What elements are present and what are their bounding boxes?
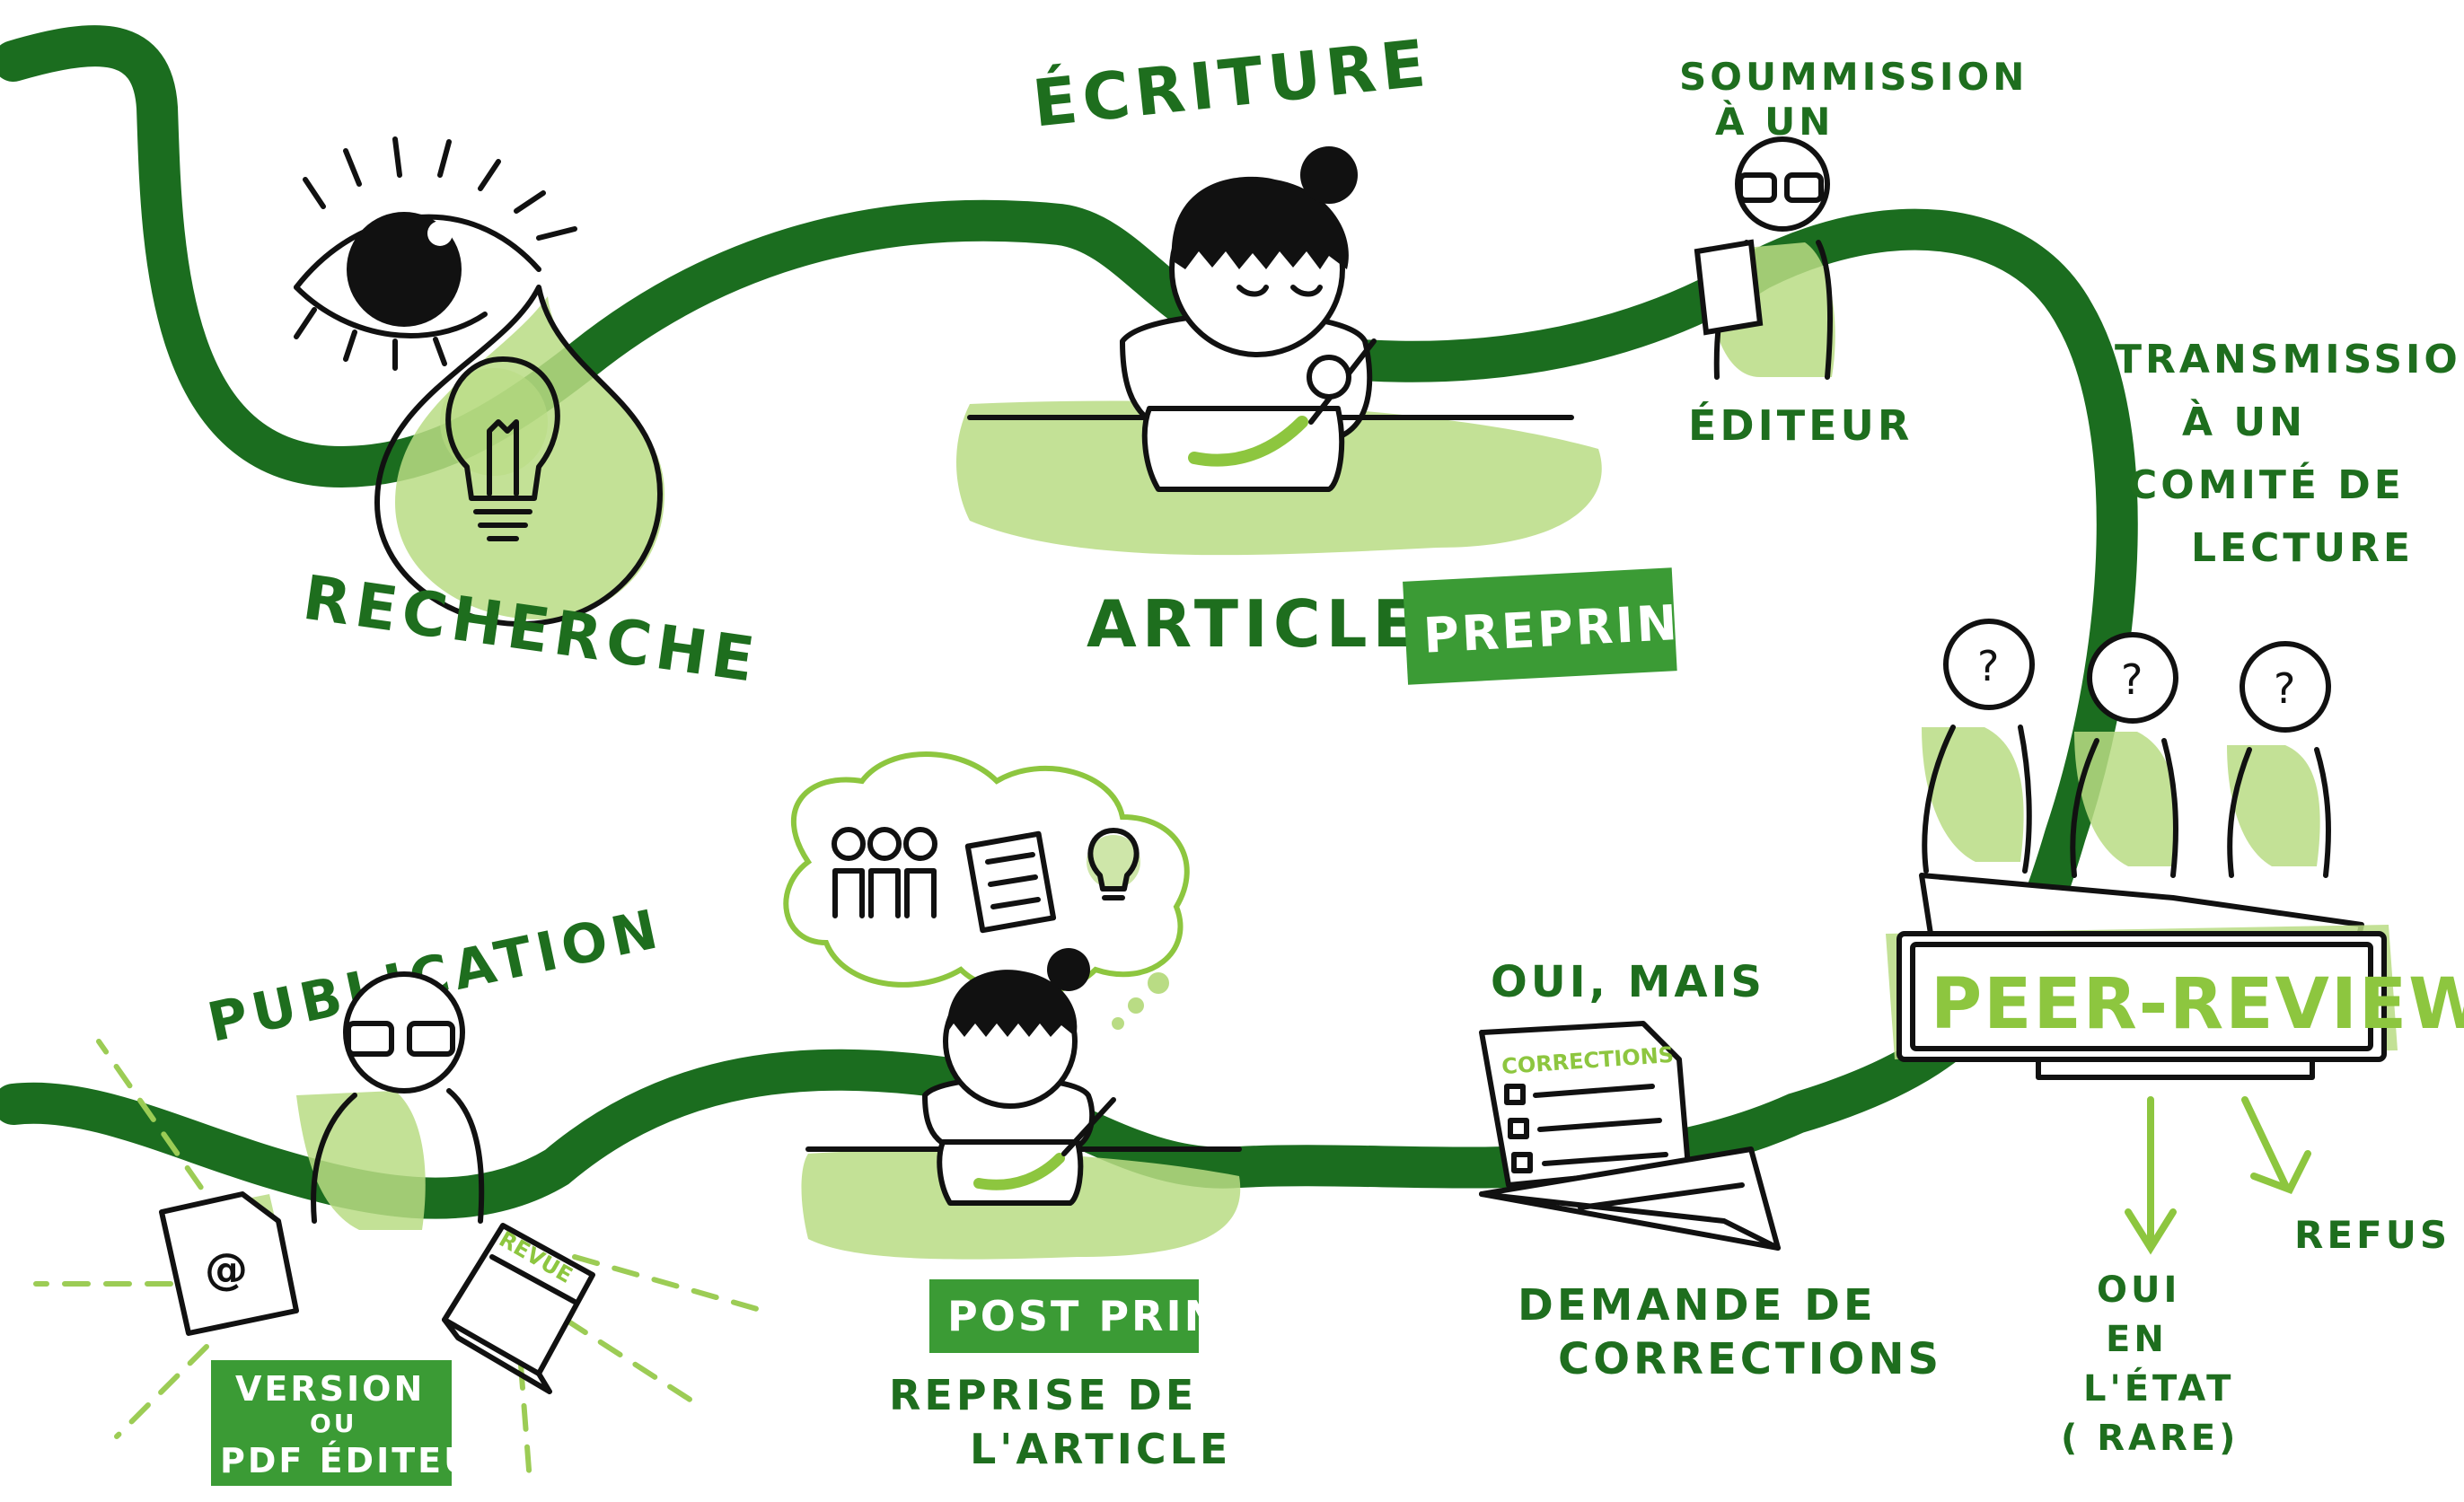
label-transmission-2: À UN: [2182, 398, 2306, 445]
thought-bubble-icon: [783, 751, 1190, 1030]
outcome-arrows: [2125, 1096, 2311, 1255]
preprint-tag: PREPRINT: [1403, 567, 1717, 685]
label-soumission-1: SOUMMISSION: [1679, 55, 2028, 99]
label-demande-1: DEMANDE DE: [1518, 1280, 1877, 1331]
paper-plane-icon: [1479, 1146, 1781, 1251]
label-editeur: ÉDITEUR: [1688, 401, 1913, 450]
version-tag: VERSION OU PDF ÉDITEUR: [211, 1360, 503, 1486]
reviewer-2-question: ?: [2121, 655, 2143, 704]
label-soumission-2: À UN: [1715, 99, 1834, 144]
label-transmission-4: LECTURE: [2191, 525, 2414, 571]
reviewer-icon: ?: [1922, 619, 2035, 874]
label-demande-2: CORRECTIONS: [1558, 1334, 1942, 1384]
recherche-illustration: [294, 136, 664, 627]
label-oui-2: EN: [2106, 1319, 2168, 1360]
editor-person-icon: [1694, 136, 1835, 380]
label-refus: REFUS: [2294, 1213, 2451, 1257]
label-reprise-2: L'ARTICLE: [970, 1425, 1231, 1473]
peer-review-banner: PEER-REVIEW: [1886, 873, 2464, 1080]
post-print-tag: POST PRINT: [929, 1279, 1252, 1353]
lightbulb-icon: [374, 285, 664, 627]
version-label-2: OU: [310, 1409, 357, 1438]
reviewer-3-question: ?: [2274, 664, 2295, 713]
label-ecriture: ÉCRITURE: [1029, 25, 1434, 142]
checklist-icon: [964, 830, 1057, 934]
label-oui-1: OUI: [2097, 1269, 2180, 1311]
email-document-icon: @: [159, 1191, 299, 1336]
label-oui-4: ( RARE): [2061, 1418, 2239, 1459]
reviewer-icon: ?: [2227, 641, 2331, 878]
small-bulb-icon: [1087, 828, 1140, 900]
reviewer-icon: ?: [2070, 632, 2178, 878]
writer-girl-icon: [956, 146, 1602, 556]
peer-review-label: PEER-REVIEW: [1931, 964, 2464, 1045]
version-label-3: PDF ÉDITEUR: [220, 1441, 503, 1480]
label-article: ARTICLE: [1087, 586, 1422, 662]
corrections-doc-icon: CORRECTIONS: [1479, 1021, 1691, 1188]
writer-girl-icon: [801, 948, 1242, 1260]
eye-icon: [294, 136, 577, 371]
label-transmission-3: COMITÉ DE: [2128, 461, 2405, 508]
label-oui-3: L'ÉTAT: [2083, 1366, 2234, 1410]
journal-icon: REVUE: [442, 1223, 595, 1394]
publication-arrows: [33, 1039, 766, 1484]
publisher-person-icon: [296, 971, 485, 1230]
label-reprise-1: REPRISE DE: [889, 1371, 1197, 1419]
reviewer-1-question: ?: [1977, 642, 1999, 690]
post-print-label: POST PRINT: [947, 1292, 1252, 1340]
people-group-icon: [832, 827, 937, 918]
label-oui-mais: OUI, MAIS: [1491, 957, 1765, 1007]
label-transmission-1: TRANSMISSION: [2115, 337, 2464, 382]
version-label-1: VERSION: [235, 1369, 425, 1409]
email-symbol: @: [205, 1244, 248, 1295]
